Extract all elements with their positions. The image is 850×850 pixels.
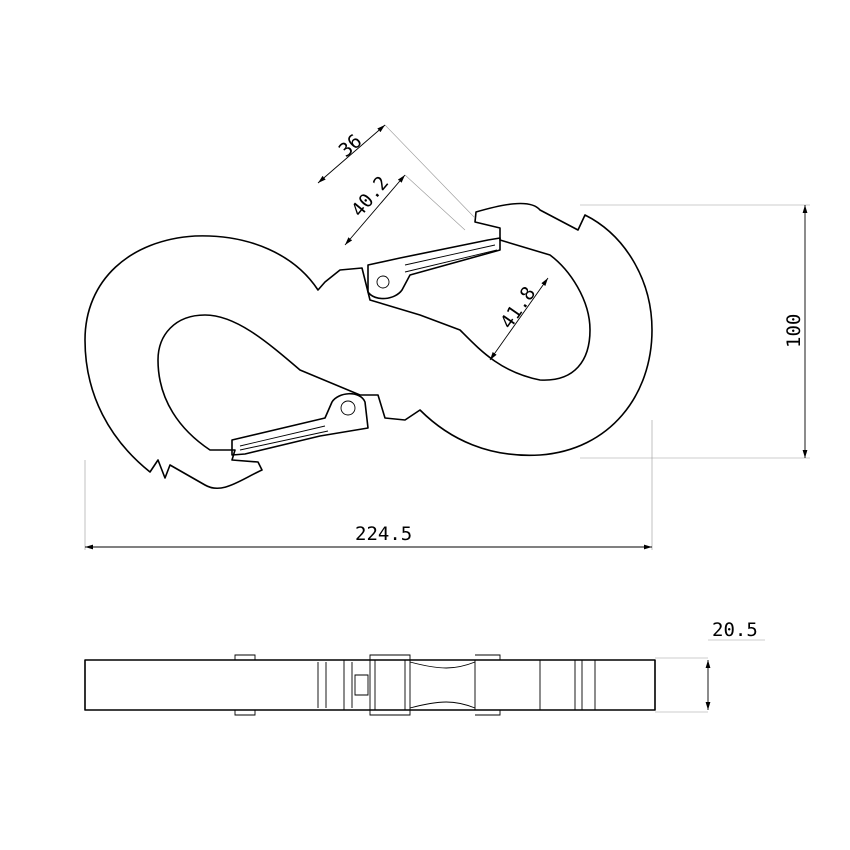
dim-41-8: 41.8 [496, 283, 540, 333]
dim-20-5: 20.5 [712, 619, 758, 641]
dim-36: 36 [335, 130, 367, 162]
hook-outline [84, 202, 653, 490]
upper-latch [367, 237, 501, 300]
upper-pivot [376, 275, 390, 289]
lower-pivot [340, 400, 356, 416]
hook-front-view [84, 202, 653, 490]
dimensions: 36 40.2 41.8 100 224.5 20.5 [84, 124, 810, 713]
dim-100: 100 [783, 314, 805, 348]
dim-224-5: 224.5 [355, 523, 412, 545]
hook-side-view [84, 654, 656, 716]
lower-latch [231, 392, 369, 456]
